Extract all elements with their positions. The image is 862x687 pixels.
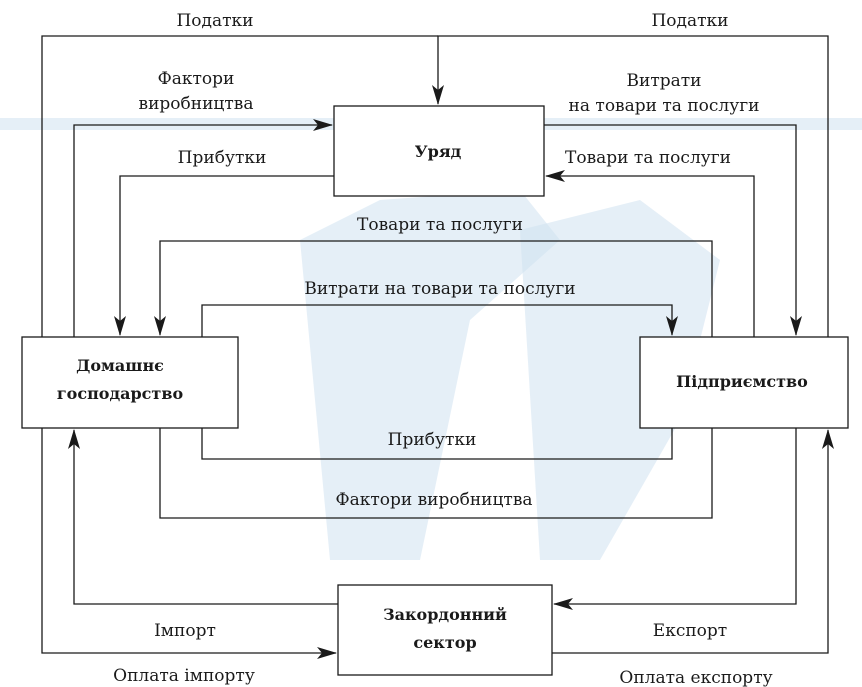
household-box [21,336,239,429]
export-payment-line [552,430,829,654]
household-label-line1: Домашнє [76,356,164,375]
profits-middle-label: Прибутки [388,430,477,450]
government-label: Уряд [415,142,462,161]
government-spending-arrowhead [790,316,802,336]
factors-to-government-line [73,124,332,337]
profits-to-household-arrowhead [114,316,126,336]
goods-middle-label: Товари та послуги [357,215,523,235]
government-spending-line [544,124,797,335]
import-payment-line [41,428,336,654]
factors-middle-label: Фактори виробництва [335,490,532,510]
import-arrowhead [68,429,80,449]
taxes-right-label: Податки [651,11,728,31]
export-payment-arrowhead [822,429,834,449]
goods-to-household-arrowhead [154,316,166,336]
factors-to-government-arrowhead [313,119,333,131]
household-spending-arrowhead [666,316,678,336]
factors-top-label-line1: Фактори [158,69,235,89]
factors-middle-line [159,428,713,519]
goods-top-label: Товари та послуги [565,148,731,168]
foreign-sector-label-line1: Закордонний [383,605,507,624]
foreign-sector-label-line2: сектор [413,633,476,652]
background-watermark [0,118,862,560]
import-label: Імпорт [154,621,216,641]
spending-top-label-line2: на товари та послуги [569,96,760,116]
export-arrowhead [553,598,573,610]
goods-to-government-arrowhead [545,170,565,182]
taxes-arrowhead [432,85,444,105]
spending-middle-label: Витрати на товари та послуги [304,279,575,299]
goods-to-government-line [546,175,755,337]
export-label: Експорт [653,621,727,641]
enterprise-box [639,336,849,429]
foreign-sector-box [337,584,553,676]
taxes-left-label: Податки [176,11,253,31]
taxes-household-line [41,35,438,337]
export-line [554,428,797,605]
household-label-line2: господарство [57,384,184,403]
profits-to-household-line [119,175,334,335]
import-line [73,430,338,605]
profits-middle-line [201,428,673,460]
import-payment-label: Оплата імпорту [113,666,255,686]
export-payment-label: Оплата експорту [619,668,772,687]
spending-top-label-line1: Витрати [627,71,702,91]
household-spending-line [201,304,673,337]
taxes-enterprise-line [437,35,829,337]
factors-top-label-line2: виробництва [139,94,254,114]
profits-top-label: Прибутки [178,148,267,168]
import-payment-arrowhead [317,647,337,659]
enterprise-label: Підприємство [676,372,808,391]
goods-to-household-line [159,240,713,337]
government-box [333,105,545,197]
